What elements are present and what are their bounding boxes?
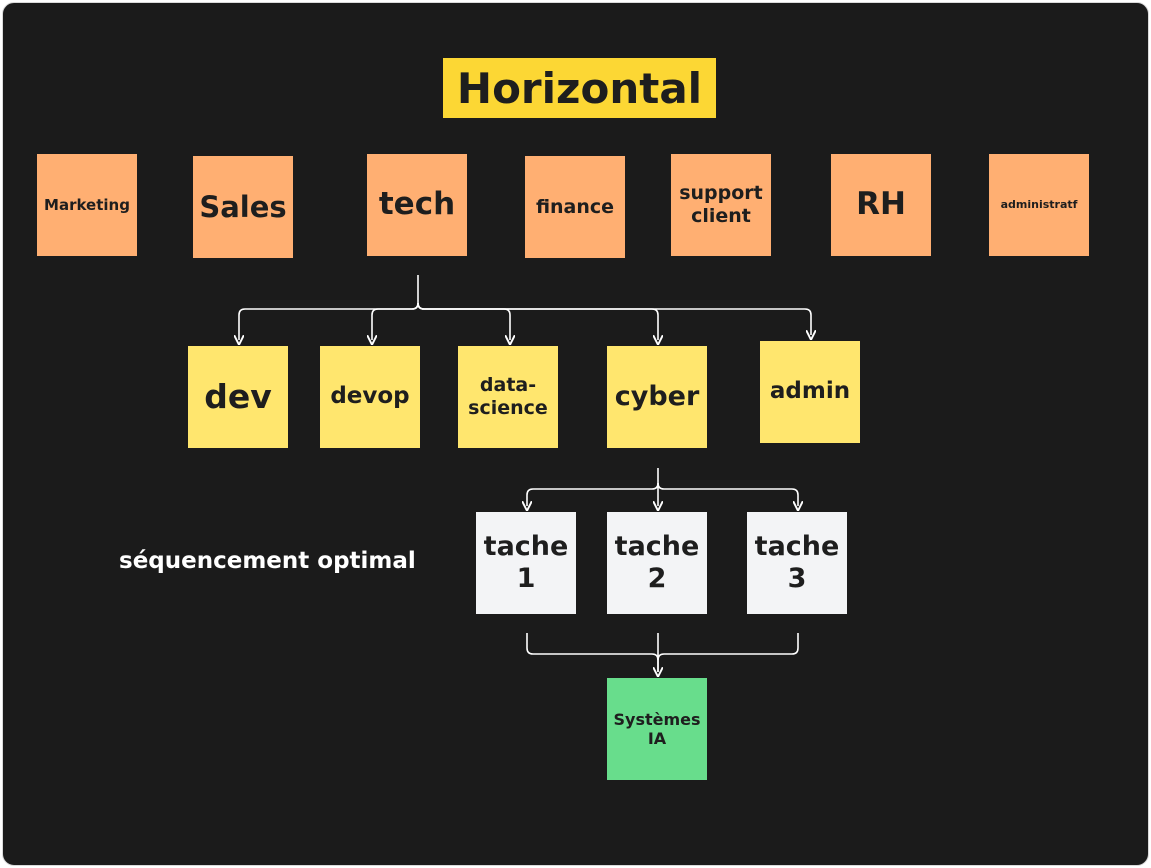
board-title: Horizontal bbox=[443, 58, 716, 118]
sticky-admin[interactable]: admin bbox=[760, 341, 860, 443]
sticky-tech[interactable]: tech bbox=[367, 154, 467, 256]
connector-cyber-tache-3 bbox=[657, 482, 798, 506]
sticky-tache-3[interactable]: tache 3 bbox=[747, 512, 847, 614]
connector-tech-admin bbox=[417, 302, 811, 335]
sticky-sales[interactable]: Sales bbox=[193, 156, 293, 258]
sticky-dev[interactable]: dev bbox=[188, 346, 288, 448]
connector-tech-data-science bbox=[417, 302, 510, 340]
sticky-rh[interactable]: RH bbox=[831, 154, 931, 256]
connector-tech-devop bbox=[372, 302, 419, 340]
sticky-devop[interactable]: devop bbox=[320, 346, 420, 448]
sticky-tache-1[interactable]: tache 1 bbox=[476, 512, 576, 614]
sticky-finance[interactable]: finance bbox=[525, 156, 625, 258]
connector-cyber-tache-1 bbox=[527, 468, 659, 506]
connector-tache-3-result bbox=[657, 633, 799, 661]
sticky-cyber[interactable]: cyber bbox=[607, 346, 707, 448]
caption-sequencement-optimal: séquencement optimal bbox=[119, 548, 416, 574]
connector-tech-dev bbox=[239, 275, 419, 340]
connector-tech-cyber bbox=[417, 302, 658, 340]
connector-layer bbox=[3, 275, 1149, 866]
connector-tache-1-result bbox=[526, 633, 659, 672]
sticky-systemes-ia[interactable]: Systèmes IA bbox=[607, 678, 707, 780]
sticky-marketing[interactable]: Marketing bbox=[37, 154, 137, 256]
sticky-administratf[interactable]: administratf bbox=[989, 154, 1089, 256]
sticky-tache-2[interactable]: tache 2 bbox=[607, 512, 707, 614]
sticky-data-science[interactable]: data- science bbox=[458, 346, 558, 448]
sticky-support-client[interactable]: support client bbox=[671, 154, 771, 256]
